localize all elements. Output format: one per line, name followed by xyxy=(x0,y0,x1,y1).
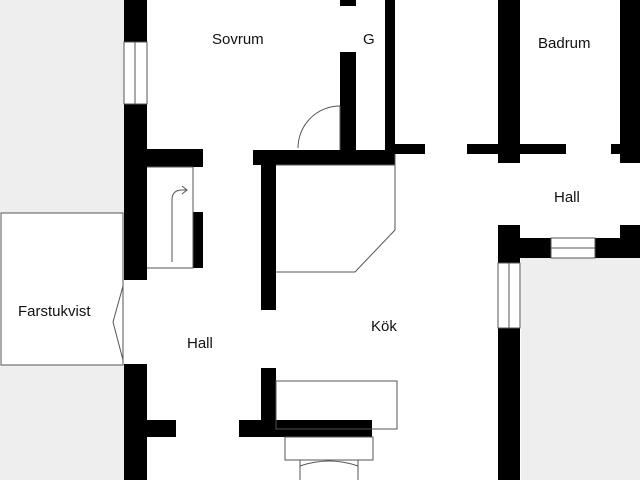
walls xyxy=(124,0,640,480)
room-label-farstukvist: Farstukvist xyxy=(18,303,91,320)
entrance-door-swing xyxy=(112,285,124,361)
room-label-badrum: Badrum xyxy=(538,35,591,52)
porch-area xyxy=(0,212,124,366)
fixtures xyxy=(147,105,398,480)
room-label-hall-west: Hall xyxy=(187,335,213,352)
room-label-sovrum: Sovrum xyxy=(212,31,264,48)
room-label-kok: Kök xyxy=(371,318,397,335)
windows xyxy=(123,41,596,329)
room-label-garderob: G xyxy=(363,31,375,48)
room-label-hall-east: Hall xyxy=(554,189,580,206)
